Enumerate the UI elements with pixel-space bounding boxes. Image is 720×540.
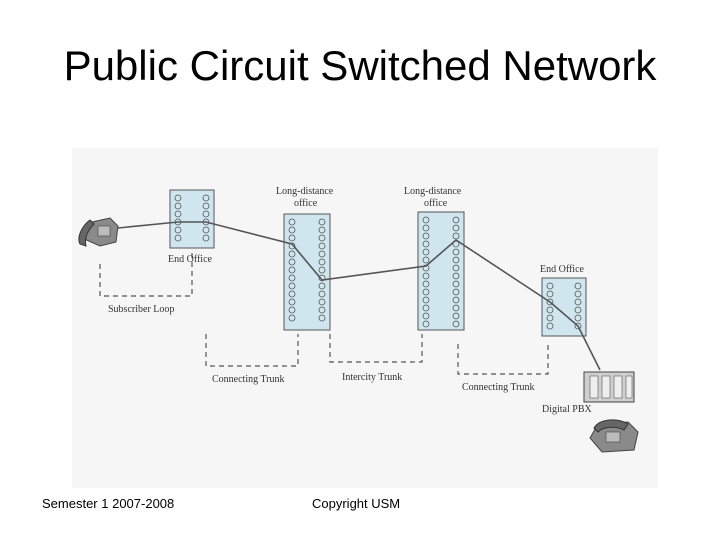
connecting-trunk-left-label: Connecting Trunk bbox=[212, 374, 285, 385]
switch-ports bbox=[174, 194, 582, 330]
connecting-trunk-right-bracket bbox=[457, 344, 549, 375]
subscriber-loop-bracket bbox=[99, 252, 193, 297]
ld-office-1-label-line2: office bbox=[294, 198, 318, 209]
network-diagram: End Office Long-distance office Long-dis… bbox=[72, 148, 658, 488]
subscriber-loop-label: Subscriber Loop bbox=[108, 304, 174, 315]
telephone-icon bbox=[589, 419, 639, 453]
end-office-right-ports bbox=[546, 282, 582, 330]
pbx-icon bbox=[583, 371, 635, 403]
footer-semester: Semester 1 2007-2008 bbox=[42, 496, 175, 511]
digital-pbx-label: Digital PBX bbox=[542, 404, 593, 415]
ld-office-2-label-line1: Long-distance bbox=[404, 186, 462, 197]
dashed-brackets bbox=[99, 252, 549, 375]
circuit-path bbox=[117, 221, 601, 371]
ld-office-2-label-line2: office bbox=[424, 198, 448, 209]
end-office-right-label: End Office bbox=[540, 264, 585, 275]
intercity-trunk-label: Intercity Trunk bbox=[342, 372, 402, 383]
footer-copyright: Copyright USM bbox=[312, 496, 401, 511]
ld-office-1-ports bbox=[288, 218, 326, 322]
intercity-trunk-bracket bbox=[329, 334, 423, 363]
slide-title: Public Circuit Switched Network bbox=[63, 42, 657, 89]
ld-office-1-label-line1: Long-distance bbox=[276, 186, 334, 197]
end-office-left-label: End Office bbox=[168, 254, 213, 265]
telephone-icon bbox=[78, 217, 119, 247]
connecting-trunk-right-label: Connecting Trunk bbox=[462, 382, 535, 393]
connecting-trunk-left-bracket bbox=[205, 334, 299, 367]
network-diagram-svg: End Office Long-distance office Long-dis… bbox=[78, 186, 639, 453]
